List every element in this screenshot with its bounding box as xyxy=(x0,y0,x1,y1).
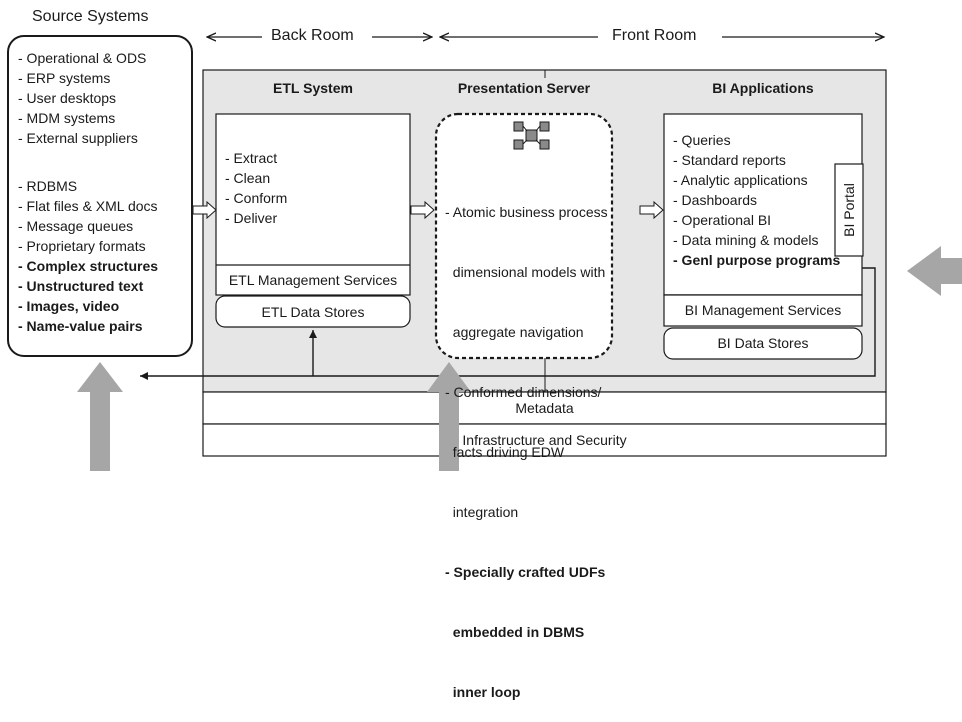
list-item: facts driving EDW xyxy=(445,444,565,460)
list-item: - Conform xyxy=(225,190,288,206)
list-item: aggregate navigation xyxy=(445,324,584,340)
etl-management-label: ETL Management Services xyxy=(228,272,398,288)
bi-portal-box xyxy=(834,163,864,257)
bi-management-box xyxy=(663,294,863,327)
list-item: dimensional models with xyxy=(445,264,606,280)
bi-box xyxy=(663,113,863,296)
feedback-line xyxy=(140,267,876,380)
list-item: - Complex structures xyxy=(18,258,159,274)
presentation-server-box xyxy=(434,112,614,360)
etl-data-stores-label: ETL Data Stores xyxy=(261,304,365,320)
list-item: integration xyxy=(445,504,519,520)
front-room-label: Front Room xyxy=(612,27,697,44)
source-systems-title: Source Systems xyxy=(32,8,149,25)
flow-arrow-source-to-etl xyxy=(192,200,217,220)
list-item: - RDBMS xyxy=(18,178,78,194)
back-room-label: Back Room xyxy=(271,27,354,44)
list-item: - Operational & ODS xyxy=(18,50,147,66)
big-arrow-right-input xyxy=(907,246,962,296)
list-item: - Operational BI xyxy=(673,212,772,228)
list-item: inner loop xyxy=(445,684,521,700)
list-item: embedded in DBMS xyxy=(445,624,585,640)
list-item: - ERP systems xyxy=(18,70,111,86)
list-item: - Flat files & XML docs xyxy=(18,198,158,214)
list-item: - MDM systems xyxy=(18,110,116,126)
flow-arrow-etl-to-presentation xyxy=(410,200,435,220)
list-item: - Atomic business process xyxy=(445,204,608,220)
list-item: - Unstructured text xyxy=(18,278,144,294)
list-item: - Standard reports xyxy=(673,152,786,168)
metadata-band xyxy=(202,391,887,425)
bi-portal-label: BI Portal xyxy=(841,183,857,237)
list-item: - Clean xyxy=(225,170,271,186)
network-icon xyxy=(513,121,550,150)
big-arrow-presentation-input xyxy=(427,362,471,471)
flow-arrow-presentation-to-bi xyxy=(639,200,664,220)
architecture-diagram xyxy=(7,0,962,471)
source-list-2: - RDBMS - Flat files & XML docs - Messag… xyxy=(18,176,158,336)
list-item: - Specially crafted UDFs xyxy=(445,564,606,580)
list-item: - Dashboards xyxy=(673,192,758,208)
list-item: - Deliver xyxy=(225,210,278,226)
list-item: - Genl purpose programs xyxy=(673,252,841,268)
etl-title: ETL System xyxy=(273,80,353,96)
list-item: - External suppliers xyxy=(18,130,138,146)
bi-data-stores-box xyxy=(663,327,863,360)
list-item: - Images, video xyxy=(18,298,120,314)
list-item: - Message queues xyxy=(18,218,134,234)
list-item: - Queries xyxy=(673,132,731,148)
bi-items: - Queries - Standard reports - Analytic … xyxy=(673,130,840,270)
list-item: - Name-value pairs xyxy=(18,318,143,334)
metadata-label: Metadata xyxy=(515,400,574,416)
infrastructure-band xyxy=(202,423,887,457)
bi-management-label: BI Management Services xyxy=(684,302,842,318)
etl-steps: - Extract - Clean - Conform - Deliver xyxy=(225,148,287,228)
bi-title: BI Applications xyxy=(712,80,814,96)
infrastructure-label: Infrastructure and Security xyxy=(462,432,627,448)
list-item: - User desktops xyxy=(18,90,117,106)
list-item: - Extract xyxy=(225,150,278,166)
list-item: - Analytic applications xyxy=(673,172,808,188)
list-item: - Proprietary formats xyxy=(18,238,146,254)
source-systems-box xyxy=(7,35,193,357)
bi-data-stores-label: BI Data Stores xyxy=(717,335,809,351)
source-list-1: - Operational & ODS - ERP systems - User… xyxy=(18,48,146,148)
list-item: - Data mining & models xyxy=(673,232,819,248)
big-arrow-source-input xyxy=(77,362,123,471)
presentation-title: Presentation Server xyxy=(457,80,591,96)
etl-data-stores-box xyxy=(215,295,411,328)
list-item: - Conformed dimensions/ xyxy=(445,384,602,400)
